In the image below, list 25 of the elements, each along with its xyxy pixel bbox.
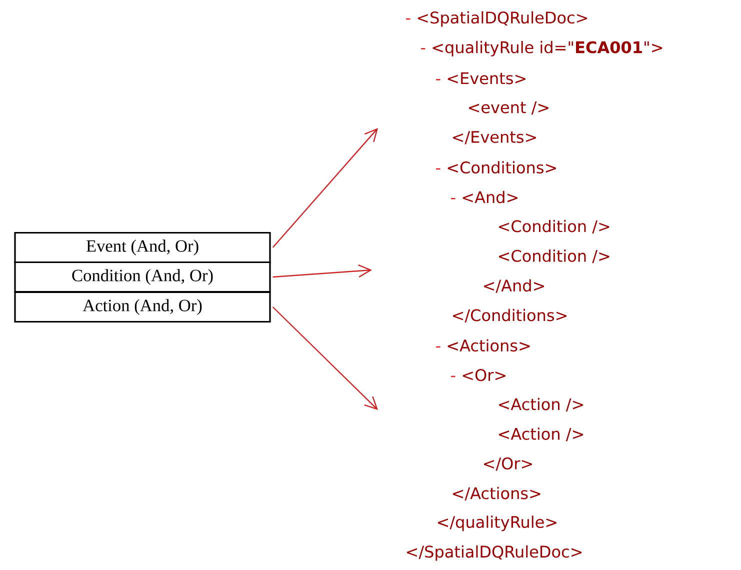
arrow bbox=[272, 264, 372, 278]
xml-line: <Action /> bbox=[498, 398, 583, 412]
xml-line: </Or> bbox=[484, 457, 532, 471]
xml-line: </Events> bbox=[452, 131, 536, 144]
arrow bbox=[272, 306, 378, 410]
xml-line: - <Or> bbox=[451, 369, 506, 382]
xml-line: <Condition /> bbox=[498, 250, 610, 264]
xml-line: - <Conditions> bbox=[436, 161, 556, 174]
xml-line: - <And> bbox=[451, 190, 518, 204]
arrow bbox=[272, 128, 378, 248]
xml-line: </Conditions> bbox=[452, 308, 566, 323]
xml-line: <event /> bbox=[468, 101, 548, 115]
table-row: Action (And, Or) bbox=[14, 291, 271, 323]
table-row: Event (And, Or) bbox=[14, 232, 271, 264]
xml-line: - <qualityRule id="ECA001"> bbox=[421, 40, 662, 56]
xml-line: <Condition /> bbox=[498, 220, 610, 234]
xml-line: - <SpatialDQRuleDoc> bbox=[406, 11, 588, 27]
xml-line: </SpatialDQRuleDoc> bbox=[406, 545, 582, 561]
xml-line: </And> bbox=[484, 279, 544, 293]
table-row: Condition (And, Or) bbox=[14, 261, 271, 293]
xml-line: - <Actions> bbox=[436, 339, 530, 352]
xml-line: </qualityRule> bbox=[438, 516, 556, 532]
xml-line: - <Events> bbox=[436, 72, 526, 84]
xml-line: <Action /> bbox=[498, 428, 583, 442]
xml-line: </Actions> bbox=[452, 486, 540, 501]
